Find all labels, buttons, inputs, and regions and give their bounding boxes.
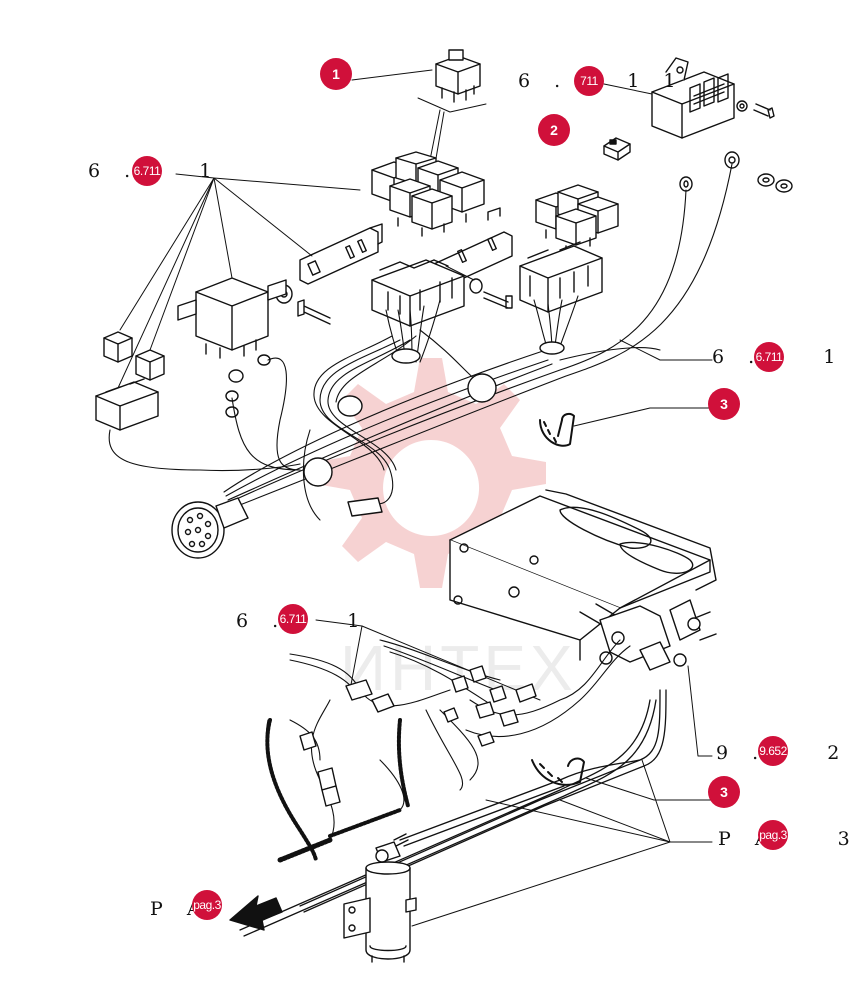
ref-left: 6 . 1 — [88, 160, 220, 182]
ref-right-link[interactable]: 6.711 — [754, 342, 784, 372]
ref-arrow-prefix: P A — [150, 898, 210, 920]
ref-top-right-suffix: 1 1 — [627, 70, 685, 92]
ref-left-prefix: 6 . — [88, 160, 140, 182]
ref-left-link[interactable]: 6.711 — [132, 156, 162, 186]
ref-mid-prefix: 6 . — [236, 610, 288, 632]
part-callout-fuse[interactable]: 2 — [538, 114, 570, 146]
part-callout-clamp-lower[interactable]: 3 — [708, 776, 740, 808]
ref-pipes-prefix: P A — [718, 828, 778, 850]
relay-box-top-right[interactable] — [651, 57, 775, 139]
relay-large[interactable] — [177, 277, 287, 359]
refrigerant-pipes[interactable] — [239, 689, 667, 937]
ref-top-right-prefix: 6 . — [518, 70, 570, 92]
clamp-lower[interactable] — [531, 757, 585, 786]
ref-mid: 6 . 1 — [236, 610, 368, 632]
arrow-left-icon[interactable] — [229, 895, 283, 931]
bracket-left — [299, 223, 383, 285]
sensor-coil[interactable] — [265, 718, 410, 863]
ref-pipes-suffix: 3 — [837, 828, 859, 850]
relay-cluster-right[interactable] — [535, 184, 619, 255]
ref-evap-suffix: 2 — [827, 742, 849, 764]
ref-pipes: P A 3 — [718, 828, 859, 850]
ref-right-prefix: 6 . — [712, 346, 764, 368]
ref-arrow-link[interactable]: pag.3 — [192, 890, 222, 920]
ref-evap-link[interactable]: 9.652 — [758, 736, 788, 766]
ref-top-right: 6 . 1 1 — [518, 70, 684, 92]
ref-pipes-link[interactable]: pag.3 — [758, 820, 788, 850]
ref-evap-prefix: 9 . — [716, 742, 768, 764]
relay-small-1[interactable] — [103, 331, 133, 363]
watermark-text: ИНТЕХ — [340, 632, 577, 704]
clamp-upper[interactable] — [539, 412, 575, 447]
relay-socket-small[interactable] — [95, 378, 159, 431]
fuse[interactable] — [603, 137, 631, 161]
relay-cluster-left[interactable] — [371, 151, 485, 237]
ref-mid-link[interactable]: 6.711 — [278, 604, 308, 634]
part-callout-clamp-upper[interactable]: 3 — [708, 388, 740, 420]
relay-small-2[interactable] — [135, 349, 165, 381]
receiver-drier[interactable] — [343, 833, 417, 963]
relay-top[interactable] — [435, 49, 481, 103]
ref-right-suffix: 1 — [823, 346, 845, 368]
ref-arrow: P A — [150, 898, 210, 920]
round-connector[interactable] — [171, 497, 249, 559]
relay-socket-left[interactable] — [371, 259, 465, 327]
ref-evap: 9 . 2 — [716, 742, 848, 764]
ref-left-suffix: 1 — [199, 160, 221, 182]
part-callout-relay[interactable]: 1 — [320, 58, 352, 90]
ref-mid-suffix: 1 — [347, 610, 369, 632]
ref-right: 6 . 1 — [712, 346, 844, 368]
ref-top-right-link[interactable]: 711 — [574, 66, 604, 96]
relay-socket-right[interactable] — [519, 241, 603, 313]
evaporator-unit[interactable] — [449, 489, 717, 671]
